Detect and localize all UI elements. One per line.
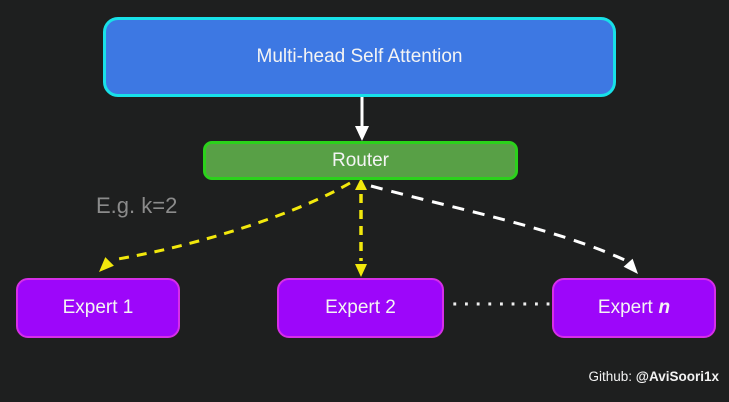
router-node-label: Router bbox=[331, 149, 390, 171]
attention-to-router-arrow bbox=[355, 97, 369, 141]
attention-node-label: Multi-head Self Attention bbox=[256, 46, 463, 67]
router-to-expert2-arrow bbox=[355, 194, 367, 277]
router-input-arrowhead bbox=[355, 178, 367, 190]
expertn-node-label: Expert bbox=[597, 297, 653, 318]
topk-annotation: E.g. k=2 bbox=[96, 193, 178, 218]
github-handle: @AviSoori1x bbox=[635, 369, 719, 384]
router-node: Router bbox=[203, 141, 518, 180]
attention-node: Multi-head Self Attention bbox=[103, 17, 616, 97]
more-experts-ellipsis: ········· bbox=[452, 294, 557, 316]
expert1-node-label: Expert 1 bbox=[62, 297, 134, 318]
expertn-node-variable: n bbox=[658, 297, 671, 318]
expert2-node-label: Expert 2 bbox=[325, 297, 396, 318]
github-credit-label: Github: bbox=[588, 369, 633, 384]
expert2-node: Expert 2 bbox=[277, 278, 444, 338]
expert1-node: Expert 1 bbox=[16, 278, 180, 338]
github-credit: Github: @AviSoori1x bbox=[589, 369, 720, 384]
router-to-expert1-arrow bbox=[99, 181, 351, 272]
router-to-expertn-arrow bbox=[370, 184, 638, 274]
